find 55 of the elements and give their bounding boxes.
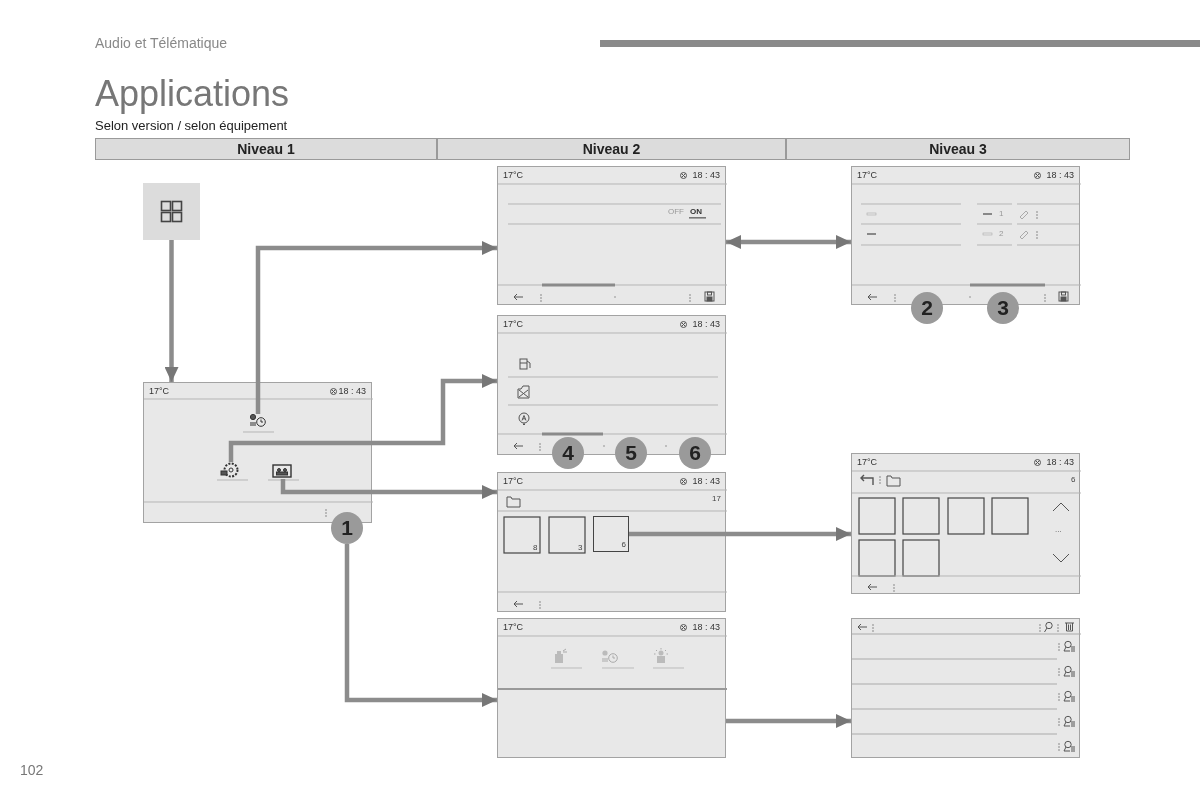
callout-number: 4 [552,437,584,469]
ellipsis-text: ... [1055,526,1062,534]
temperature-text: 17°C [503,171,524,180]
item-count: 8 [533,544,538,552]
contact-card-icon [273,465,293,479]
temperature-text: 17°C [503,320,524,329]
double-arrow [726,235,851,249]
screen-panel [497,166,726,305]
callout-number: 3 [987,292,1019,324]
column-header: Niveau 2 [437,138,786,160]
screen-panel [497,472,726,612]
arrow [164,240,179,382]
clock-time: 18 : 43 [692,320,720,329]
temperature-text: 17°C [149,387,170,396]
temperature-text: 17°C [503,477,524,486]
toggle-option: OFF [668,208,684,216]
column-header: Niveau 1 [95,138,437,160]
page-title: Applications [95,76,290,112]
callout-number: 5 [615,437,647,469]
temperature-text: 17°C [503,623,524,632]
subtitle: Selon version / selon équipement [95,119,288,132]
callout-number: 6 [679,437,711,469]
arrow [629,527,851,541]
line-number: 1 [999,210,1004,218]
clock-time: 18 : 43 [692,171,720,180]
page-number: 102 [20,763,44,777]
clock-time: 18 : 43 [692,477,720,486]
temperature-text: 17°C [857,171,878,180]
column-header: Niveau 3 [786,138,1130,160]
clock-time: 18 : 43 [338,387,366,396]
arrow [228,374,497,462]
arrow [255,241,497,414]
screen-panel [851,618,1080,758]
temperature-text: 17°C [857,458,878,467]
callout-number: 2 [911,292,943,324]
item-count: 6 [1071,476,1076,484]
apps-tile [143,183,200,240]
screen-panel [851,453,1080,594]
line-number: 2 [999,230,1004,238]
screen-panel [497,618,726,758]
running-header: Audio et Télématique [95,36,228,50]
item-count: 17 [712,495,721,503]
arrow [726,714,851,728]
item-count: 3 [578,544,583,552]
arrow [344,544,497,707]
screen-panel [143,382,372,523]
gear-icon [221,462,239,478]
clock-time: 18 : 43 [692,623,720,632]
callout-number: 1 [331,512,363,544]
thumbnail-tile [593,516,629,552]
clock-time: 18 : 43 [1046,458,1074,467]
clock-time: 18 : 43 [1046,171,1074,180]
arrow [280,479,497,499]
item-count: 6 [621,541,626,549]
toggle-option: ON [690,208,702,216]
